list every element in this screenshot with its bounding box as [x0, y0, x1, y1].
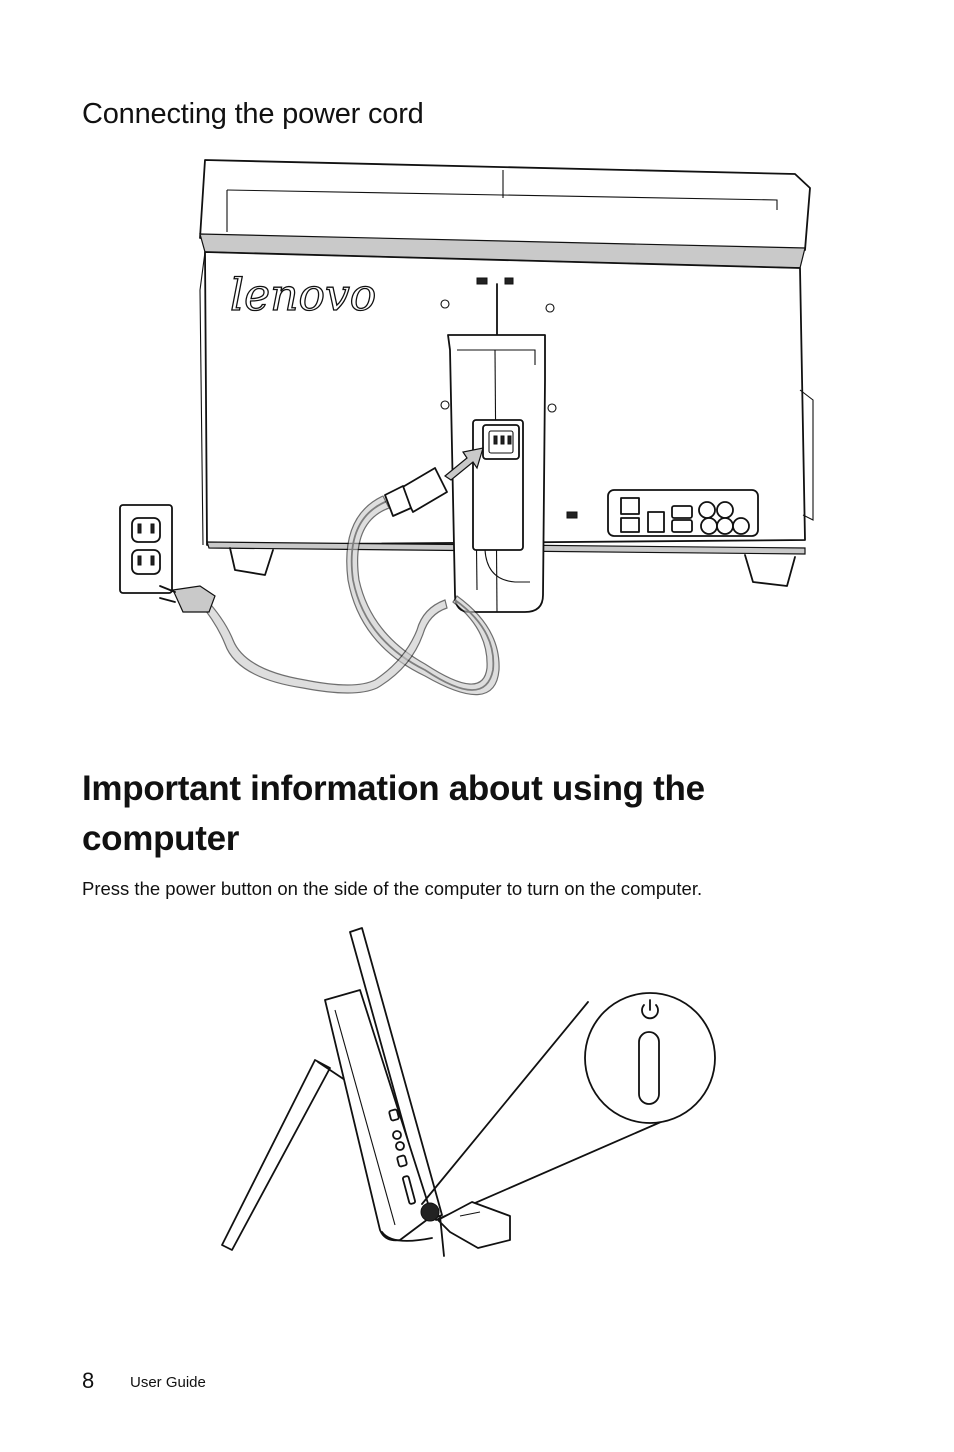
vent-strip: [199, 233, 806, 269]
stand-leg: [221, 1059, 331, 1251]
arrow-icon: [443, 447, 484, 481]
power-button-illustration: [221, 927, 716, 1257]
lenovo-logo: lenovo: [230, 270, 376, 321]
instruction-text: Press the power button on the side of th…: [82, 878, 703, 899]
footer-label: User Guide: [130, 1374, 206, 1391]
section-heading-power-cord: Connecting the power cord: [82, 98, 424, 130]
power-symbol-icon: [641, 999, 659, 1020]
power-button: [420, 1202, 440, 1222]
hand-icon: [437, 1201, 511, 1249]
page-number: 8: [82, 1368, 95, 1393]
section-heading-important: Important information about using the co…: [82, 769, 705, 858]
power-button-large: [638, 1031, 660, 1105]
power-cord-illustration: lenovo: [119, 159, 814, 696]
